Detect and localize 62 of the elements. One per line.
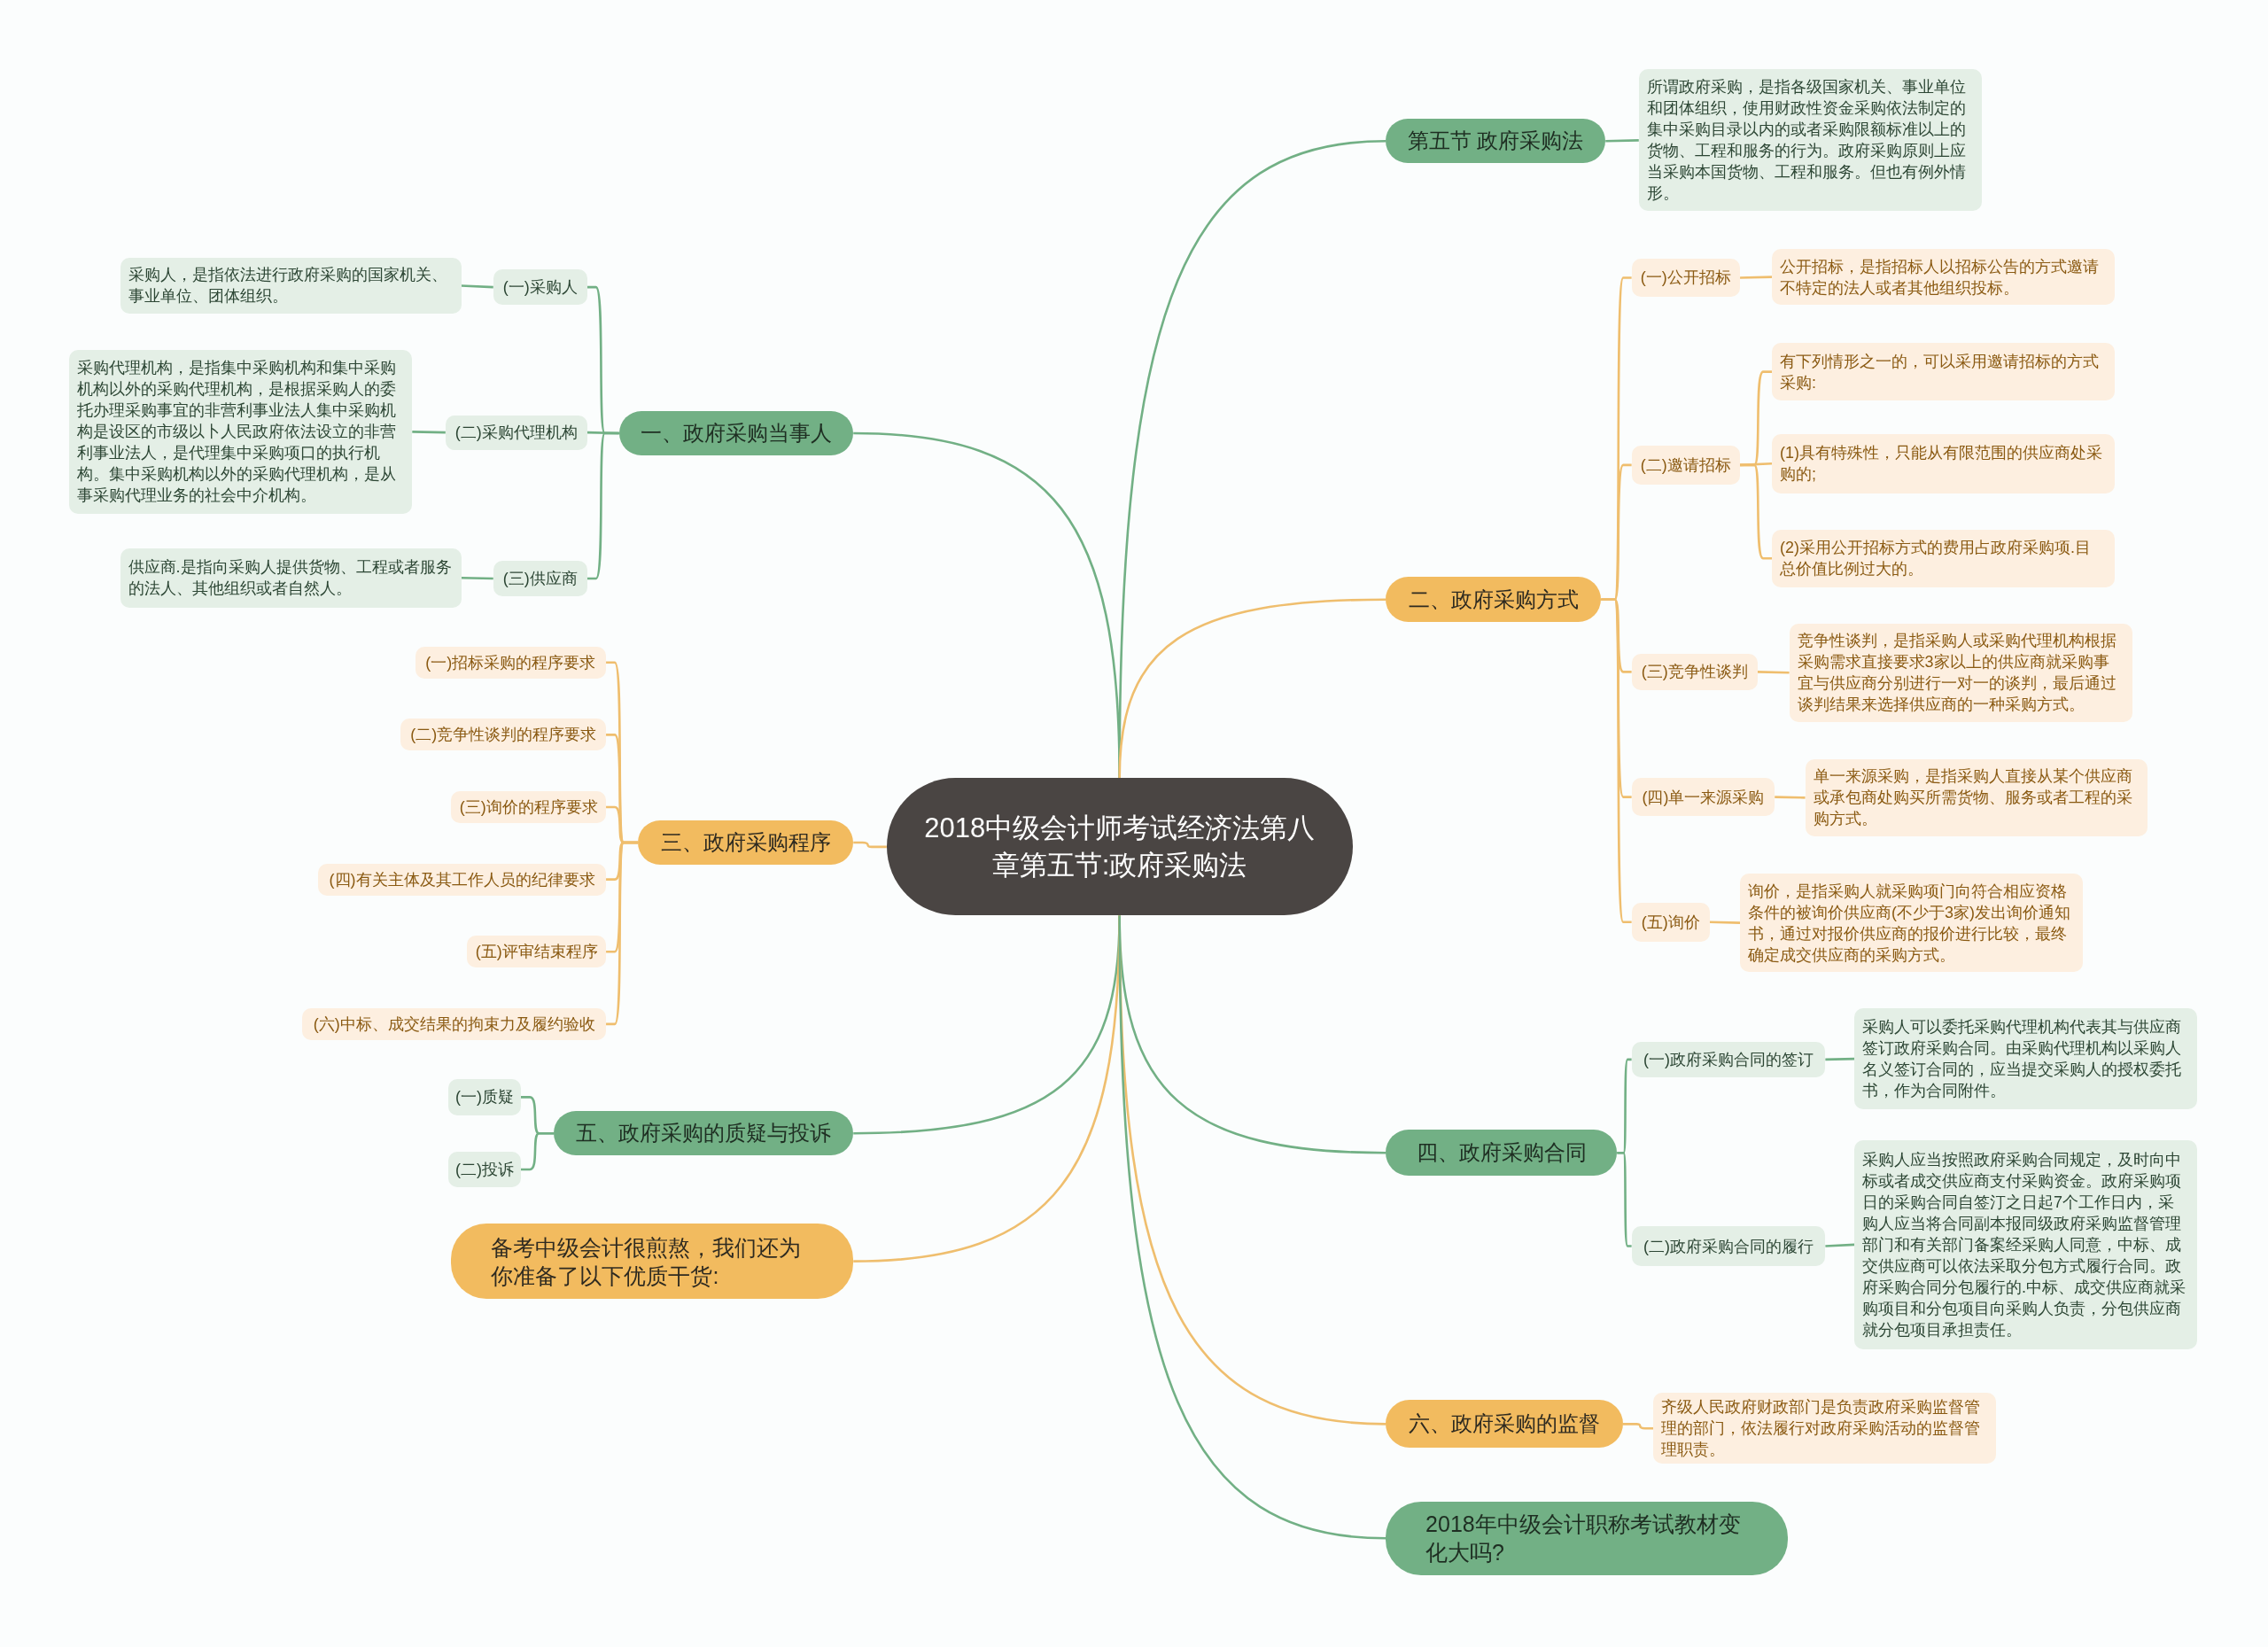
note-box: (1)具有特殊性，只能从有限范围的供应商处采购的; — [1772, 433, 2115, 493]
connector-line — [1775, 796, 1806, 799]
connector-line — [1605, 139, 1639, 143]
note-box: 采购人可以委托采购代理机构代表其与供应商签订政府采购合同。由采购代理机构以采购人名义签订合同的，应当提交采购人的授权委托书，作为合同附件。 — [1854, 1007, 2197, 1110]
branch-topic: 六、政府采购的监督 — [1386, 1400, 1623, 1449]
note-box: 采购人，是指依法进行政府采购的国家机关、事业单位、团体组织。 — [120, 257, 462, 315]
note-box: 单一来源采购，是指采购人直接从某个供应商或承包商处购买所需货物、服务或者工程的采购方式。 — [1805, 759, 2148, 836]
branch-topic: 四、政府采购合同 — [1386, 1130, 1618, 1177]
connector-line — [1118, 598, 1386, 779]
connector-line — [606, 841, 638, 1026]
connector-line — [1825, 1057, 1855, 1061]
branch-topic: 二、政府采购方式 — [1386, 577, 1602, 623]
connector-line — [520, 1131, 555, 1171]
subtopic-box: (五)询价 — [1631, 902, 1710, 942]
branch-topic: 第五节 政府采购法 — [1386, 118, 1606, 164]
note-box: 公开招标，是指招标人以招标公告的方式邀请不特定的法人或者其他组织投标。 — [1772, 248, 2115, 306]
branch-topic: 五、政府采购的质疑与投诉 — [554, 1110, 854, 1156]
subtopic-box: (六)中标、成交结果的拘束力及履约验收 — [302, 1007, 607, 1040]
subtopic-box: (二)采购代理机构 — [445, 415, 587, 450]
subtopic-box: (五)评审结束程序 — [467, 936, 607, 968]
note-box: 齐级人民政府财政部门是负责政府采购监督管理的部门，依法履行对政府采购活动的监督管理职责。 — [1653, 1393, 1997, 1464]
subtopic-box: (二)投诉 — [448, 1151, 521, 1188]
subtopic-box: (二)竞争性谈判的程序要求 — [400, 719, 607, 751]
subtopic-box: (一)政府采购合同的签订 — [1631, 1041, 1826, 1078]
note-box: 采购人应当按照政府采购合同规定，及时向中标或者成交供应商支付采购资金。政府采购项日的采购合同自签汀之日起7个工作日内，采购人应当将合同副本报同级政府采购监督管理部门和有关部门备案经采购人同意，中标、成交供应商可以依法采取分包方式履行合同。政府采购合同分包履行的.中标、成交供应商就采购项目和分包项目向采购人负责，分包供应商就分包项目承担责任。 — [1854, 1139, 2197, 1350]
subtopic-box: (三)竞争性谈判 — [1631, 653, 1758, 690]
branch-topic: 三、政府采购程序 — [638, 820, 854, 866]
connector-line — [1601, 598, 1632, 924]
note-box: 供应商.是指向采购人提供货物、工程或者服务的法人、其他组织或者自然人。 — [120, 548, 462, 608]
note-box: 竞争性谈判，是指采购人或采购代理机构根据采购需求直接要求3家以上的供应商就采购事宜与供应商分别进行一对一的谈判，最后通过谈判结果来选择供应商的一种采购方式。 — [1789, 623, 2132, 722]
connector-line — [586, 431, 619, 580]
note-box: 询价，是指采购人就采购项门向符合相应资格条件的被询价供应商(不少于3家)发出询价通知书，通过对报价供应商的报价进行比较，最终确定成交供应商的采购方式。 — [1740, 874, 2083, 973]
subtopic-box: (一)招标采购的程序要求 — [415, 646, 607, 679]
connector-line — [461, 576, 493, 580]
branch-topic: 备考中级会计很煎熬，我们还为你准备了以下优质干货: — [451, 1224, 854, 1300]
subtopic-box: (一)质疑 — [448, 1078, 521, 1115]
subtopic-box: (一)采购人 — [493, 268, 587, 306]
subtopic-box: (一)公开招标 — [1631, 259, 1741, 297]
connector-line — [1825, 1243, 1855, 1247]
branch-topic: 一、政府采购当事人 — [618, 410, 854, 456]
connector-line — [1709, 921, 1741, 924]
branch-topic: 2018年中级会计职称考试教材变化大吗? — [1386, 1501, 1788, 1575]
subtopic-box: (二)邀请招标 — [1631, 445, 1741, 485]
subtopic-box: (三)供应商 — [493, 561, 587, 596]
connector-line — [1622, 1423, 1654, 1430]
connector-line — [1740, 276, 1773, 279]
subtopic-box: (三)询价的程序要求 — [451, 791, 607, 823]
note-box: (2)采用公开招标方式的费用占政府采购项.目总价值比例过大的。 — [1772, 529, 2115, 587]
subtopic-box: (四)单一来源采购 — [1631, 778, 1775, 816]
connector-line — [853, 841, 887, 849]
connector-line — [461, 284, 493, 289]
connector-line — [1740, 462, 1773, 467]
note-box: 采购代理机构，是指集中采购机构和集中采购机构以外的采购代理机构，是根据采购人的委托办理采购事宜的非营利事业法人集中采购机构是设区的市级以卜人民政府依法设立的非营利事业法人，是代理集中采购项口的执行机构。集中采购机构以外的采购代理机构，是从事采购代理业务的社会中介机构。 — [69, 350, 413, 514]
connector-line — [412, 431, 446, 434]
connector-line — [1118, 915, 1386, 1540]
subtopic-box: (四)有关主体及其工作人员的纪律要求 — [318, 863, 607, 896]
central-topic: 2018中级会计师考试经济法第八章第五节:政府采购法 — [886, 778, 1353, 916]
subtopic-box: (二)政府采购合同的履行 — [1631, 1226, 1826, 1266]
note-box: 有下列情形之一的，可以采用邀请招标的方式采购: — [1772, 342, 2115, 401]
connector-line — [1617, 1151, 1632, 1247]
note-box: 所谓政府采购，是指各级国家机关、事业单位和团体组织，使用财政性资金采购依法制定的集中采购目录以内的或者采购限额标准以上的货物、工程和服务的行为。政府采购原则上应当采购本国货物、工程和服务。但也有例外情形。 — [1638, 69, 1982, 212]
connector-line — [1757, 671, 1790, 674]
